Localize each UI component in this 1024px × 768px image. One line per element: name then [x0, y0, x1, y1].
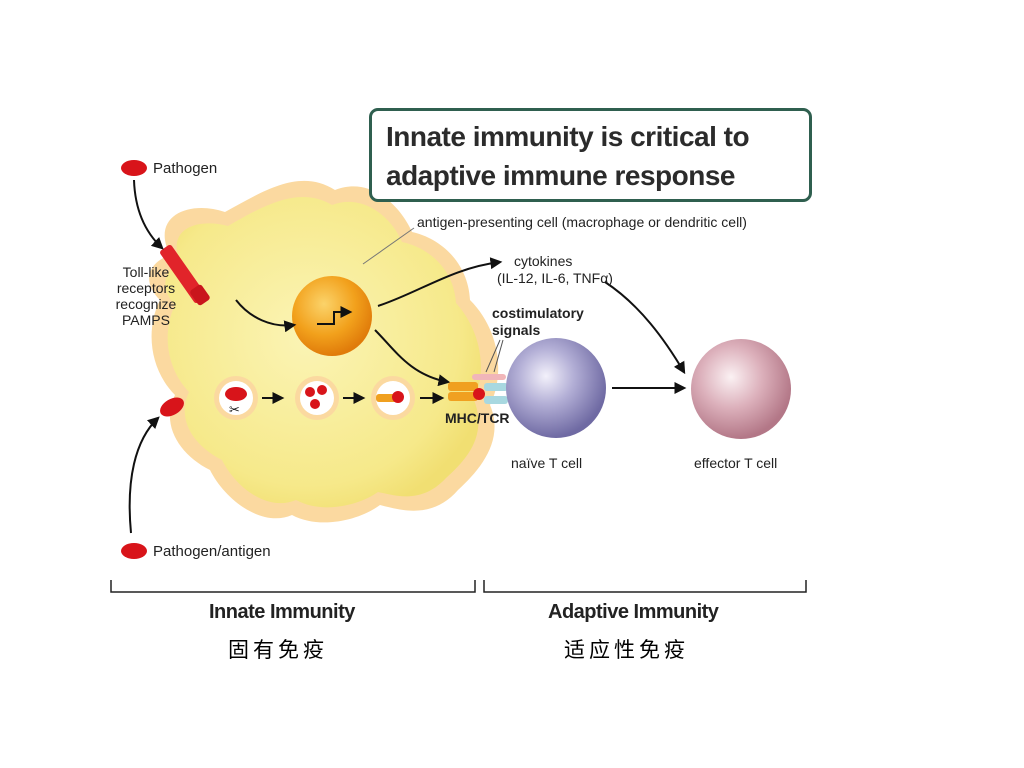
gene-promoter-arrow — [317, 306, 353, 325]
adaptive-bracket — [483, 580, 807, 593]
effector-t-cell-label: effector T cell — [694, 455, 778, 471]
toll-like-receptor — [160, 244, 210, 306]
svg-text:✂: ✂ — [229, 403, 240, 418]
arrow-nucleus-to-cytokines — [377, 257, 503, 307]
pathogen-antigen-icon — [121, 543, 147, 559]
pathogen-antigen-label: Pathogen/antigen — [153, 543, 271, 560]
effector-t-cell — [691, 339, 791, 439]
phagosome-3 — [371, 376, 415, 420]
costimulatory-label: costimulatory — [492, 305, 584, 321]
nucleus — [292, 276, 372, 356]
costim-pointer-2 — [493, 339, 504, 373]
cytokines-list: (IL-12, IL-6, TNFα) — [497, 270, 613, 286]
title-line-1: Innate immunity is critical to — [386, 121, 750, 152]
innate-immunity-label: Innate Immunity — [209, 601, 355, 623]
arrow-receptor-to-nucleus — [235, 299, 297, 333]
innate-bracket — [110, 580, 476, 593]
title-line-2: adaptive immune response — [386, 160, 736, 191]
arrow-pathogen-to-receptor — [133, 179, 164, 250]
pathogen-icon — [121, 160, 147, 176]
innate-immunity-chinese: 固有免疫 — [228, 638, 328, 662]
costim-pointer-1 — [485, 339, 501, 373]
title-box: Innate immunity is critical to adaptive … — [369, 108, 812, 202]
pathogen-label: Pathogen — [153, 160, 218, 177]
phagosome-2 — [295, 376, 339, 420]
adaptive-immunity-label: Adaptive Immunity — [548, 601, 719, 623]
arrow-cytokines-to-effector — [604, 281, 686, 375]
apc-pointer-line — [362, 227, 415, 265]
mhc-tcr-complex — [448, 374, 508, 404]
arrow-antigen-into-cell — [128, 416, 160, 534]
mhc-tcr-label: MHC/TCR — [445, 410, 510, 426]
entering-pathogen-icon — [160, 397, 184, 417]
phagosome-1: ✂ — [214, 376, 258, 420]
apc-label: antigen-presenting cell (macrophage or d… — [417, 214, 747, 230]
toll-like-label-2: receptors — [116, 280, 176, 296]
arrow-nucleus-to-mhc — [374, 329, 451, 387]
naive-t-cell-label: naïve T cell — [511, 455, 583, 471]
toll-like-label-4: PAMPS — [122, 312, 170, 328]
adaptive-immunity-chinese: 适应性免疫 — [564, 638, 689, 662]
toll-like-label-1: Toll-like — [122, 264, 170, 280]
toll-like-label-3: recognize — [115, 296, 177, 312]
naive-t-cell — [506, 338, 606, 438]
cytokines-label: cytokines — [514, 253, 573, 269]
signals-label: signals — [492, 322, 541, 338]
